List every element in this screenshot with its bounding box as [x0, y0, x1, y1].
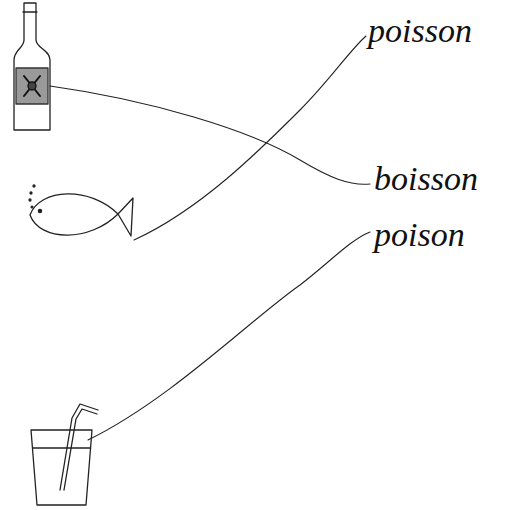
matching-line — [50, 36, 370, 440]
bottle-picture — [14, 3, 50, 130]
fish-picture — [29, 185, 133, 236]
answer-word: boisson — [374, 162, 478, 196]
answer-word: poison — [374, 218, 465, 252]
answer-word: poisson — [368, 14, 472, 48]
glass-picture — [31, 404, 98, 505]
